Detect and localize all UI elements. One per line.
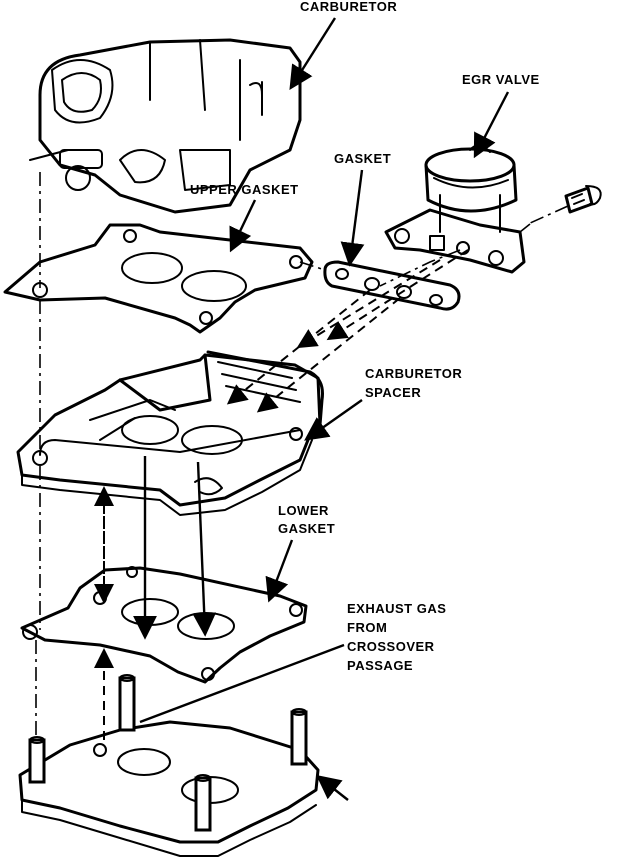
alignment-lines	[35, 172, 569, 740]
svg-text:FROM: FROM	[347, 620, 387, 635]
upper-gasket-part	[3, 223, 314, 334]
svg-text:EXHAUST GAS: EXHAUST GAS	[347, 601, 446, 616]
label-lower-gasket: LOWER GASKET	[265, 503, 335, 603]
label-carburetor: CARBURETOR	[289, 0, 397, 91]
svg-text:LOWER: LOWER	[278, 503, 329, 518]
svg-text:CARBURETOR: CARBURETOR	[300, 0, 397, 14]
bolt-part	[564, 185, 602, 214]
base-pointer-arrow	[316, 775, 349, 801]
svg-text:UPPER GASKET: UPPER GASKET	[190, 182, 299, 197]
svg-text:PASSAGE: PASSAGE	[347, 658, 413, 673]
svg-text:GASKET: GASKET	[334, 151, 391, 166]
label-gasket: GASKET	[334, 151, 391, 267]
label-egr-valve: EGR VALVE	[462, 72, 540, 159]
label-upper-gasket: UPPER GASKET	[190, 182, 299, 253]
carburetor-part	[29, 38, 302, 214]
egr-valve-part	[384, 144, 526, 274]
svg-text:EGR VALVE: EGR VALVE	[462, 72, 540, 87]
small-gasket-part	[323, 260, 461, 311]
svg-text:CROSSOVER: CROSSOVER	[347, 639, 435, 654]
intake-manifold-base-part	[18, 674, 320, 857]
svg-text:CARBURETOR: CARBURETOR	[365, 366, 462, 381]
svg-text:GASKET: GASKET	[278, 521, 335, 536]
label-exhaust-gas: EXHAUST GAS FROM CROSSOVER PASSAGE	[139, 601, 446, 724]
svg-text:SPACER: SPACER	[365, 385, 421, 400]
carburetor-spacer-part	[16, 350, 324, 516]
lower-gasket-part	[20, 566, 308, 684]
label-carburetor-spacer: CARBURETOR SPACER	[304, 366, 462, 441]
exhaust-flow-arrows	[94, 249, 469, 740]
